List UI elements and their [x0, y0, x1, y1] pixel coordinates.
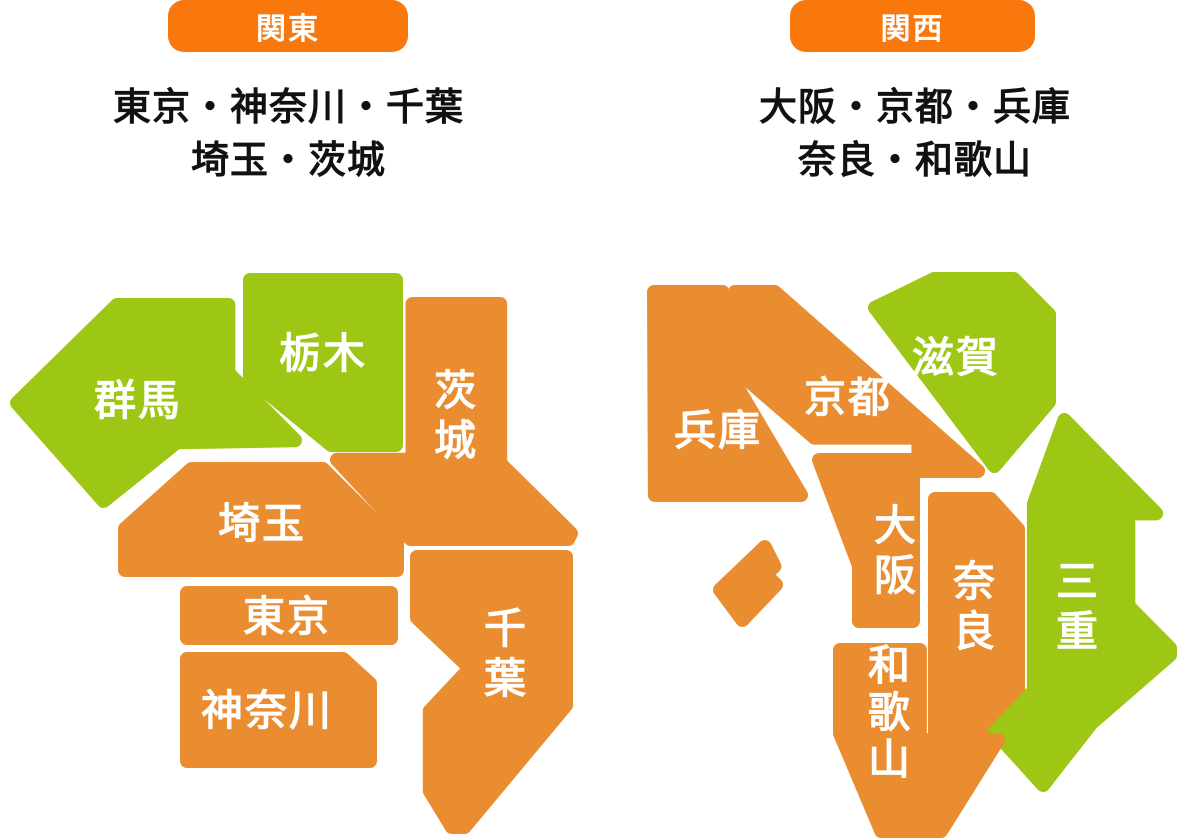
prefecture-shape-mie — [988, 413, 1177, 792]
prefecture-label-ibaraki: 茨城 — [434, 367, 478, 464]
prefecture-label-mie: 三重 — [1056, 558, 1100, 655]
prefecture-shape-tochigi — [243, 273, 403, 452]
kanto-section: 関東 東京・神奈川・千葉 埼玉・茨城 群馬 栃木茨城埼玉東京神奈川 千葉 — [0, 0, 578, 838]
prefecture-label-tochigi: 栃木 — [279, 330, 367, 377]
prefecture-label-osaka: 大阪 — [874, 502, 918, 599]
prefecture-label-kyoto: 京都 — [804, 374, 892, 421]
kansai-prefecture-list: 大阪・京都・兵庫 奈良・和歌山 — [630, 82, 1200, 188]
prefecture-shape-wakayama — [833, 643, 1005, 838]
prefecture-label-chiba: 千葉 — [483, 605, 528, 702]
prefecture-label-wakayama: 和歌山 — [868, 642, 912, 783]
kansai-map: 兵庫京都滋賀大阪奈良三重和歌山 — [647, 272, 1177, 838]
prefecture-label-nara: 奈良 — [952, 558, 997, 655]
kansai-section: 関西 大阪・京都・兵庫 奈良・和歌山 兵庫京都滋賀大阪奈良三重和歌山 — [630, 0, 1200, 838]
prefecture-shape-hyogo — [647, 285, 808, 502]
kanto-prefecture-list: 東京・神奈川・千葉 埼玉・茨城 — [0, 82, 577, 188]
kanto-prefecture-list-line2: 埼玉・茨城 — [190, 140, 386, 182]
prefecture-shape-chiba — [410, 550, 573, 834]
kansai-prefecture-list-line2: 奈良・和歌山 — [797, 140, 1032, 182]
prefecture-label-hyogo: 兵庫 — [674, 407, 762, 454]
prefecture-label-tokyo: 東京 — [243, 593, 331, 640]
prefecture-shape-ibaraki — [330, 297, 578, 546]
prefecture-label-saitama: 埼玉 — [218, 500, 306, 547]
prefecture-shape-gunma — [10, 298, 302, 508]
prefecture-shape-kyoto — [728, 285, 985, 478]
prefecture-shape-osaka — [812, 453, 920, 628]
prefecture-shape-awaji-island — [713, 540, 783, 627]
prefecture-shape-kanagawa — [180, 652, 377, 768]
prefecture-label-gunma: 群馬 — [94, 377, 182, 424]
prefecture-label-shiga: 滋賀 — [912, 334, 1000, 381]
prefecture-shape-tokyo — [180, 586, 398, 645]
prefecture-label-kanagawa: 神奈川 — [201, 687, 333, 734]
prefecture-shape-saitama — [118, 462, 404, 577]
kanto-prefecture-list-line1: 東京・神奈川・千葉 — [112, 87, 464, 129]
kansai-badge: 関西 — [790, 0, 1035, 52]
prefecture-shape-shiga — [868, 272, 1056, 473]
kansai-prefecture-list-line1: 大阪・京都・兵庫 — [758, 87, 1071, 129]
kanto-badge: 関東 — [168, 0, 408, 52]
